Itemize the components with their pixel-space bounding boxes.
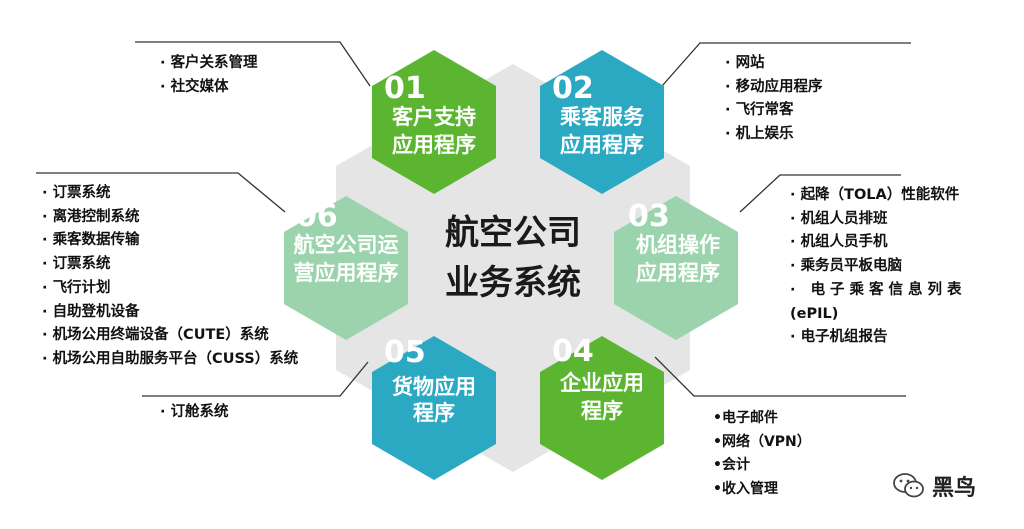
center-title-line1: 航空公司 <box>445 213 581 253</box>
list-item: 机场公用终端设备（CUTE）系统 <box>42 324 298 348</box>
center-title-line2: 业务系统 <box>445 263 581 303</box>
list-item: 乘客数据传输 <box>42 229 298 253</box>
hexagon-01-label-line1: 客户支持 <box>392 105 476 129</box>
list-airline-operations: 订票系统 离港控制系统 乘客数据传输 订票系统 飞行计划 自助登机设备 机场公用… <box>42 182 299 372</box>
hexagon-01[interactable]: 01 客户支持 应用程序 <box>372 50 496 194</box>
hexagon-06-number: 06 <box>296 199 338 234</box>
list-item: 机上娱乐 <box>725 123 823 147</box>
list-item: 飞行常客 <box>725 99 823 123</box>
list-item: 起降（TOLA）性能软件 <box>790 184 967 208</box>
hexagon-03-label-line1: 机组操作 <box>636 233 720 257</box>
connector-01 <box>135 41 371 87</box>
list-item: 会计 <box>713 454 811 478</box>
list-item: 飞行计划 <box>42 277 298 301</box>
list-item: 电子邮件 <box>713 407 811 431</box>
hexagon-05[interactable]: 05 货物应用 程序 <box>372 335 496 480</box>
hexagon-01-label-line2: 应用程序 <box>392 133 476 157</box>
list-item: 乘务员平板电脑 <box>790 255 967 279</box>
hexagon-02-shape <box>540 50 664 194</box>
list-item: 自助登机设备 <box>42 301 298 325</box>
list-item: 移动应用程序 <box>725 76 823 100</box>
list-item: 机组人员手机 <box>790 231 967 255</box>
hexagon-04-label-line2: 程序 <box>581 399 623 423</box>
watermark: 黑鸟 <box>892 470 976 502</box>
hexagon-06[interactable]: 06 航空公司运 营应用程序 <box>284 196 408 340</box>
hexagon-06-shape <box>284 196 408 340</box>
list-item: 电子乘客信息列表 <box>790 279 967 303</box>
hexagon-05-label-line1: 货物应用 <box>392 375 476 399</box>
list-item: 订舱系统 <box>160 401 229 425</box>
hexagon-03-shape <box>614 196 738 340</box>
connector-03 <box>739 174 901 213</box>
hexagon-03-label-line2: 应用程序 <box>636 261 720 285</box>
list-item: 机组人员排班 <box>790 208 967 232</box>
wechat-icon <box>893 473 924 498</box>
list-passenger-services: 网站 移动应用程序 飞行常客 机上娱乐 <box>725 52 823 147</box>
hexagon-06-label-line2: 营应用程序 <box>294 261 399 285</box>
hexagon-04[interactable]: 04 企业应用 程序 <box>540 334 664 480</box>
list-item: 订票系统 <box>42 182 298 206</box>
list-item: 客户关系管理 <box>160 52 258 76</box>
hexagon-05-label-line2: 程序 <box>413 401 455 425</box>
hexagon-05-shape <box>372 336 496 480</box>
hexagon-02-number: 02 <box>552 71 594 106</box>
list-item: 网络（VPN） <box>713 431 811 455</box>
hexagon-03[interactable]: 03 机组操作 应用程序 <box>614 196 738 340</box>
connector-02 <box>661 42 911 87</box>
list-cargo-apps: 订舱系统 <box>160 401 229 425</box>
hexagon-02-label-line1: 乘客服务 <box>559 105 645 129</box>
list-item: 收入管理 <box>713 478 811 502</box>
list-item: 电子机组报告 <box>790 326 967 350</box>
list-customer-support: 客户关系管理 社交媒体 <box>160 52 258 99</box>
list-item: 离港控制系统 <box>42 206 298 230</box>
list-item: 机场公用自助服务平台（CUSS）系统 <box>42 348 299 372</box>
hexagon-05-number: 05 <box>384 335 426 370</box>
hexagon-02[interactable]: 02 乘客服务 应用程序 <box>540 50 664 194</box>
hexagon-02-label-line2: 应用程序 <box>560 133 644 157</box>
list-item: 网站 <box>725 52 823 76</box>
connector-05 <box>142 361 369 397</box>
connector-lines <box>36 41 911 397</box>
hexagon-04-label-line1: 企业应用 <box>559 371 644 395</box>
watermark-text: 黑鸟 <box>932 476 977 501</box>
hexagon-06-label-line1: 航空公司运 <box>294 233 399 257</box>
list-item: 社交媒体 <box>160 76 258 100</box>
list-crew-operations: 起降（TOLA）性能软件 机组人员排班 机组人员手机 乘务员平板电脑 电子乘客信… <box>790 184 967 350</box>
connector-04 <box>654 356 906 397</box>
hexagon-04-shape <box>540 336 664 480</box>
hexagon-04-number: 04 <box>552 334 594 369</box>
hexagon-01-shape <box>372 50 496 194</box>
list-item: (ePIL) <box>790 305 839 322</box>
list-enterprise-apps: 电子邮件 网络（VPN） 会计 收入管理 <box>713 407 811 502</box>
hexagon-03-number: 03 <box>628 199 670 234</box>
list-item: 订票系统 <box>42 253 298 277</box>
hexagon-01-number: 01 <box>384 71 426 106</box>
